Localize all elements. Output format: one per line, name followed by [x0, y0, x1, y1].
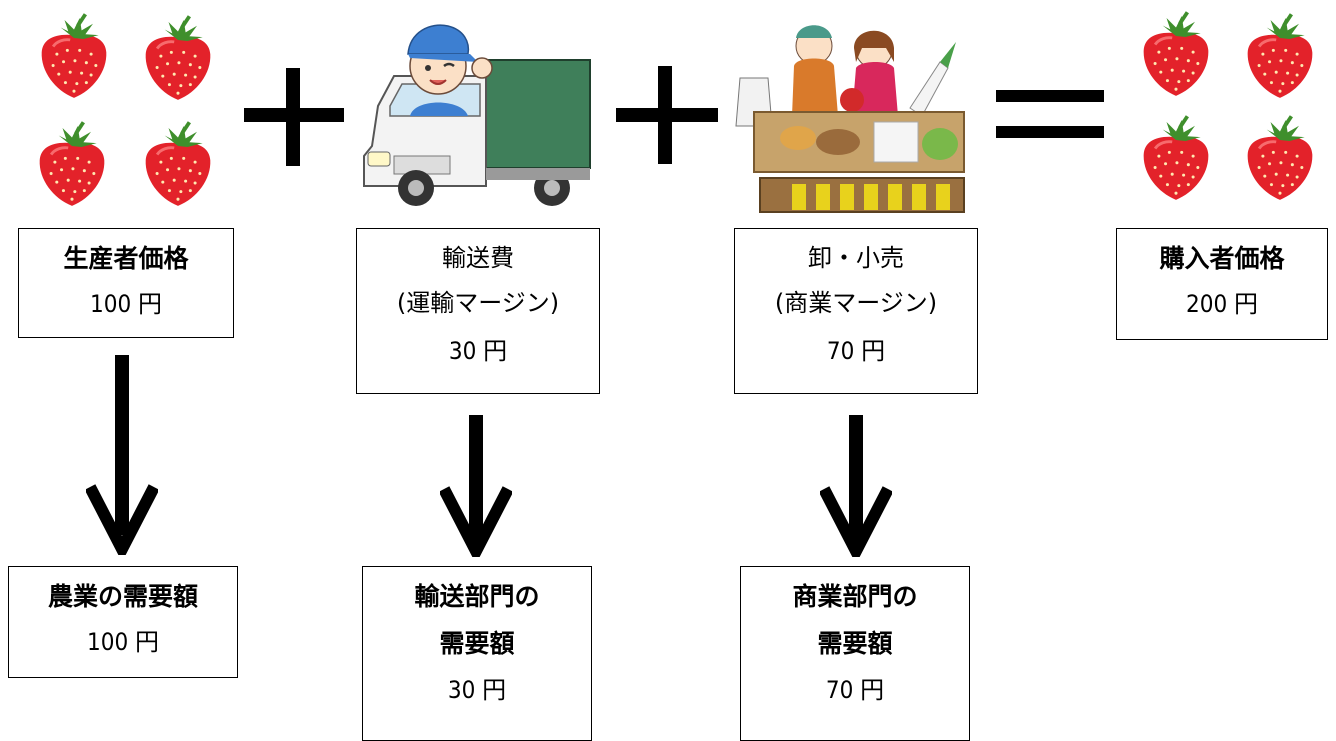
strawberry-icon — [36, 12, 112, 102]
transport-cost-box: 輸送費 (運輸マージン) 30 円 — [356, 228, 600, 394]
wholesale-retail-value: 70 円 — [826, 337, 886, 365]
producer-price-box: 生産者価格 100 円 — [18, 228, 234, 338]
strawberry-icon — [1138, 114, 1214, 204]
wholesale-retail-label: 卸・小売 — [808, 244, 904, 272]
agriculture-demand-label: 農業の需要額 — [47, 582, 198, 611]
purchaser-price-label: 購入者価格 — [1159, 244, 1285, 273]
producer-price-label: 生産者価格 — [63, 244, 189, 273]
commercial-margin-label: (商業マージン) — [774, 289, 938, 317]
agriculture-demand-box: 農業の需要額 100 円 — [8, 566, 238, 678]
strawberry-icon — [1138, 10, 1214, 100]
plus-icon — [244, 68, 344, 166]
producer-price-value: 100 円 — [89, 290, 163, 318]
purchaser-price-box: 購入者価格 200 円 — [1116, 228, 1328, 340]
transport-demand-label-line2: 需要額 — [439, 629, 515, 658]
transport-demand-value: 30 円 — [447, 676, 507, 704]
down-arrow-icon — [86, 355, 158, 555]
commerce-demand-label-line1: 商業部門の — [792, 582, 918, 611]
commerce-demand-box: 商業部門の 需要額 70 円 — [740, 566, 970, 741]
transport-cost-value: 30 円 — [448, 337, 508, 365]
commerce-demand-value: 70 円 — [825, 676, 885, 704]
strawberry-icon — [140, 120, 216, 210]
equals-icon — [996, 90, 1104, 140]
wholesale-retail-box: 卸・小売 (商業マージン) 70 円 — [734, 228, 978, 394]
down-arrow-icon — [440, 415, 512, 557]
market-vendor-icon — [735, 25, 965, 213]
strawberry-group-right — [1136, 6, 1326, 206]
truck-icon — [363, 24, 591, 206]
strawberry-group-left — [32, 8, 222, 208]
transport-demand-label-line1: 輸送部門の — [414, 582, 540, 611]
transport-cost-label: 輸送費 — [442, 244, 514, 272]
agriculture-demand-value: 100 円 — [86, 628, 160, 656]
down-arrow-icon — [820, 415, 892, 557]
strawberry-icon — [1242, 12, 1318, 102]
plus-icon — [616, 66, 718, 164]
transport-margin-label: (運輸マージン) — [396, 289, 560, 317]
strawberry-icon — [34, 120, 110, 210]
transport-demand-box: 輸送部門の 需要額 30 円 — [362, 566, 592, 741]
strawberry-icon — [1242, 114, 1318, 204]
purchaser-price-value: 200 円 — [1185, 290, 1259, 318]
commerce-demand-label-line2: 需要額 — [817, 629, 893, 658]
strawberry-icon — [140, 14, 216, 104]
